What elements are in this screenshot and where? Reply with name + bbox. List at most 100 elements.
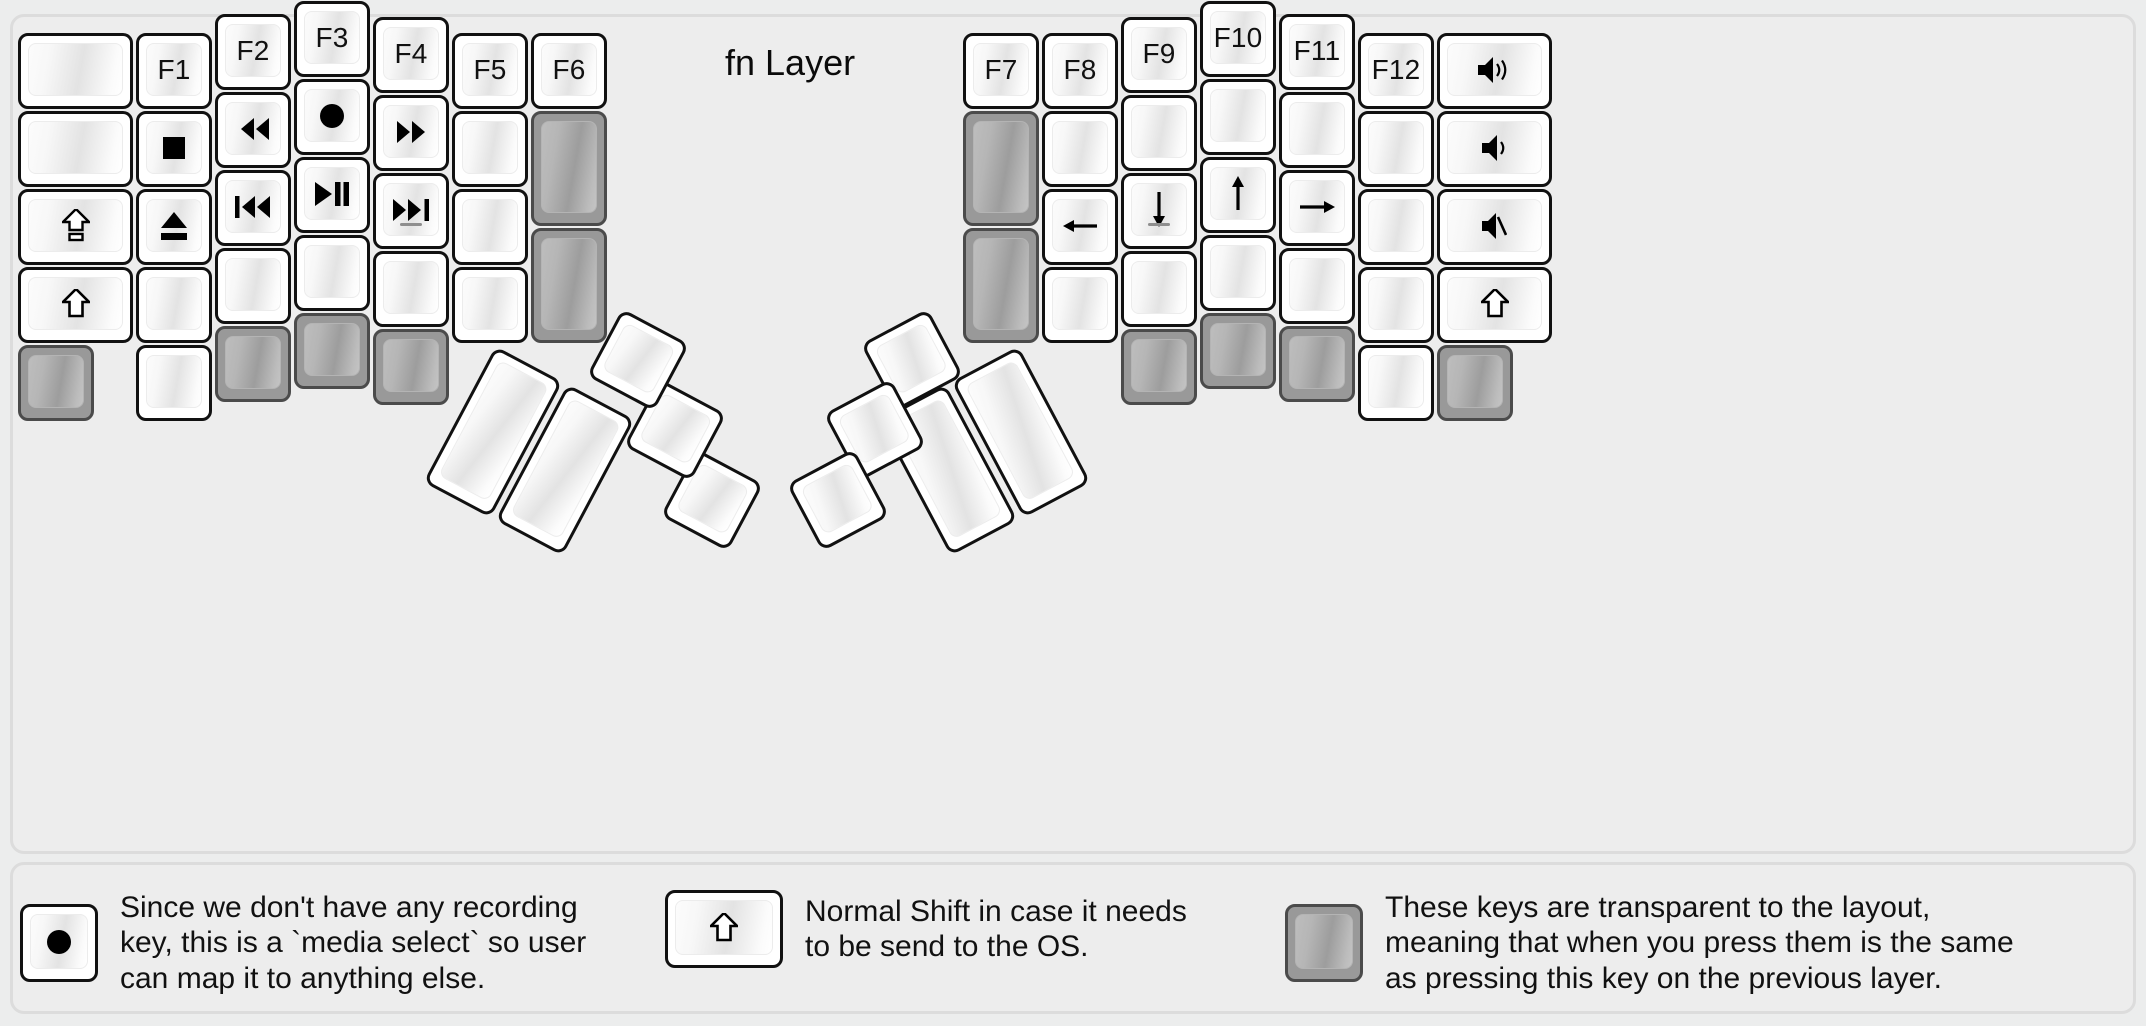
keycap-surface: [146, 277, 202, 330]
key-col-f9-0[interactable]: F9: [1121, 17, 1197, 93]
key-col-f12-1[interactable]: [1358, 111, 1434, 187]
key-col-f3-3[interactable]: [294, 235, 370, 311]
key-col-f9-4[interactable]: [1121, 329, 1197, 405]
key-col-outer-0[interactable]: [18, 33, 133, 109]
key-col-f9-1[interactable]: [1121, 95, 1197, 171]
key-col-f11-2[interactable]: [1279, 170, 1355, 246]
keycap-surface: [304, 323, 360, 376]
key-col-f11-4[interactable]: [1279, 326, 1355, 402]
key-col-f12-4[interactable]: [1358, 345, 1434, 421]
key-col-f10-0[interactable]: F10: [1200, 1, 1276, 77]
keycap-surface: [1210, 89, 1266, 142]
key-col-f9-2[interactable]: [1121, 173, 1197, 249]
keycap-surface: [601, 322, 676, 396]
key-col-f10-2[interactable]: [1200, 157, 1276, 233]
keycap-surface: F6: [541, 43, 597, 96]
key-col-outer-2[interactable]: [1437, 189, 1552, 265]
key-col-f4-0[interactable]: F4: [373, 17, 449, 93]
keycap-surface: [1210, 323, 1266, 376]
key-col-outer-2[interactable]: [18, 189, 133, 265]
key-col-f3-2[interactable]: [294, 157, 370, 233]
keycap-surface: [973, 238, 1029, 330]
keycap-surface: [1052, 199, 1108, 252]
key-col-f2-4[interactable]: [215, 326, 291, 402]
key-col-f10-4[interactable]: [1200, 313, 1276, 389]
key-col-f4-2[interactable]: [373, 173, 449, 249]
play-pause-icon: [315, 181, 349, 206]
key-col-f8-2[interactable]: [1042, 189, 1118, 265]
keycap-surface: F8: [1052, 43, 1108, 96]
fast-forward-icon: [395, 120, 428, 143]
keycap-surface: [541, 238, 597, 330]
key-col-f9-3[interactable]: [1121, 251, 1197, 327]
next-track-icon: [393, 198, 429, 221]
key-col-f11-1[interactable]: [1279, 92, 1355, 168]
legend-key-0[interactable]: [20, 904, 98, 983]
keycap-surface: [1289, 258, 1345, 311]
legend-key-2[interactable]: [1285, 904, 1363, 983]
key-col-f1-3[interactable]: [136, 267, 212, 343]
key-col-f5-1[interactable]: [452, 111, 528, 187]
key-col-f12-3[interactable]: [1358, 267, 1434, 343]
key-col-f3-1[interactable]: [294, 79, 370, 155]
key-col-outer-4[interactable]: [18, 345, 94, 421]
key-col-f3-4[interactable]: [294, 313, 370, 389]
keycap-surface: [146, 355, 202, 408]
keycap-surface: [1210, 245, 1266, 298]
key-col-f7-2[interactable]: [963, 228, 1039, 343]
key-col-f3-0[interactable]: F3: [294, 1, 370, 77]
key-col-f2-0[interactable]: F2: [215, 14, 291, 90]
keycap-surface: [675, 900, 773, 955]
key-col-f10-1[interactable]: [1200, 79, 1276, 155]
key-col-f11-0[interactable]: F11: [1279, 14, 1355, 90]
legend-key-1[interactable]: [665, 890, 783, 968]
key-col-f10-3[interactable]: [1200, 235, 1276, 311]
key-col-f8-3[interactable]: [1042, 267, 1118, 343]
key-col-f2-3[interactable]: [215, 248, 291, 324]
legend-item-1: Normal Shift in case it needs to be send…: [665, 890, 1187, 968]
key-col-f2-2[interactable]: [215, 170, 291, 246]
keycap-surface: [462, 199, 518, 252]
key-col-f6-1[interactable]: [531, 111, 607, 226]
key-col-f12-2[interactable]: [1358, 189, 1434, 265]
key-col-f1-0[interactable]: F1: [136, 33, 212, 109]
key-col-f6-0[interactable]: F6: [531, 33, 607, 109]
keycap-surface: [383, 339, 439, 392]
key-col-f4-1[interactable]: [373, 95, 449, 171]
key-col-f8-1[interactable]: [1042, 111, 1118, 187]
key-col-f5-2[interactable]: [452, 189, 528, 265]
key-col-f1-2[interactable]: [136, 189, 212, 265]
key-col-f2-1[interactable]: [215, 92, 291, 168]
volume-down-icon: [1482, 134, 1507, 161]
key-col-outer-0[interactable]: [1437, 33, 1552, 109]
legend-text-2: These keys are transparent to the layout…: [1385, 891, 2014, 995]
key-col-outer-3[interactable]: [1437, 267, 1552, 343]
key-col-f4-3[interactable]: [373, 251, 449, 327]
legend-panel: [10, 862, 2136, 1014]
key-col-outer-1[interactable]: [1437, 111, 1552, 187]
key-col-f1-4[interactable]: [136, 345, 212, 421]
key-col-f12-0[interactable]: F12: [1358, 33, 1434, 109]
keycap-surface: [28, 277, 123, 330]
key-col-f5-3[interactable]: [452, 267, 528, 343]
key-col-outer-4[interactable]: [1437, 345, 1513, 421]
key-col-f6-2[interactable]: [531, 228, 607, 343]
key-col-f7-1[interactable]: [963, 111, 1039, 226]
key-col-f7-0[interactable]: F7: [963, 33, 1039, 109]
key-label: F9: [1142, 37, 1176, 69]
keycap-surface: [800, 462, 875, 536]
key-col-outer-3[interactable]: [18, 267, 133, 343]
keycap-surface: [28, 355, 84, 408]
keycap-surface: [462, 277, 518, 330]
legend-text-0: Since we don't have any recording key, t…: [120, 891, 587, 995]
key-col-f11-3[interactable]: [1279, 248, 1355, 324]
key-col-f5-0[interactable]: F5: [452, 33, 528, 109]
key-col-f1-1[interactable]: [136, 111, 212, 187]
keycap-surface: [28, 43, 123, 96]
key-col-f4-4[interactable]: [373, 329, 449, 405]
keycap-surface: [462, 121, 518, 174]
homing-bar: [1148, 223, 1170, 226]
key-col-outer-1[interactable]: [18, 111, 133, 187]
key-col-f8-0[interactable]: F8: [1042, 33, 1118, 109]
